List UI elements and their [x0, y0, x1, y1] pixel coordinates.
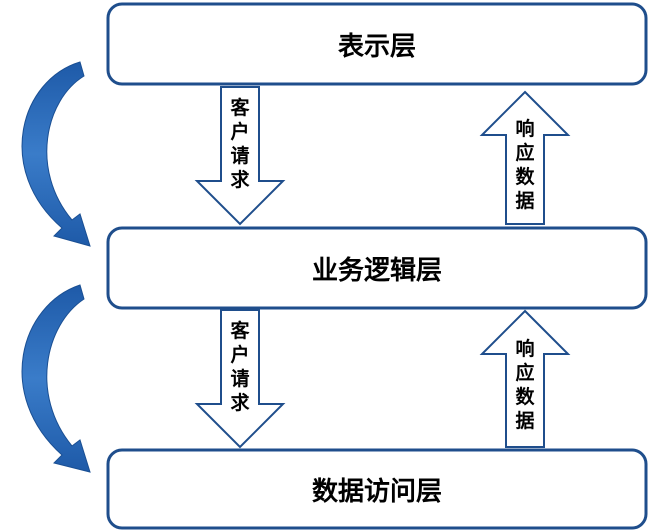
- response-char: 数: [515, 165, 535, 188]
- response-char: 响: [515, 337, 534, 360]
- layer-box-business-logic: 业务逻辑层: [106, 226, 648, 310]
- response-char: 据: [515, 189, 534, 212]
- layer-label-data-access: 数据访问层: [312, 477, 442, 507]
- layer-label-business-logic: 业务逻辑层: [312, 256, 442, 286]
- response-arrow-bottom: 响 应 数 据: [479, 309, 571, 448]
- response-arrow-top: 响 应 数 据: [479, 90, 571, 225]
- response-char: 据: [515, 409, 534, 432]
- request-char: 请: [230, 144, 249, 167]
- curved-arrow-bottom: [21, 284, 91, 473]
- request-char: 户: [230, 343, 249, 366]
- request-char: 客: [230, 96, 250, 119]
- response-char: 响: [515, 117, 534, 140]
- layer-box-presentation: 表示层: [106, 2, 648, 86]
- request-arrow-bottom: 客 户 请 求: [194, 309, 286, 449]
- layer-label-presentation: 表示层: [338, 32, 416, 62]
- request-char: 请: [230, 367, 249, 390]
- request-arrow-top: 客 户 请 求: [194, 86, 286, 226]
- layer-box-data-access: 数据访问层: [106, 448, 648, 530]
- response-char: 应: [515, 361, 534, 384]
- request-char: 户: [230, 120, 249, 143]
- response-char: 数: [515, 385, 535, 408]
- request-char: 求: [230, 391, 250, 414]
- response-char: 应: [515, 141, 534, 164]
- curved-arrow-top: [21, 61, 91, 247]
- request-char: 客: [230, 319, 250, 342]
- request-char: 求: [230, 168, 250, 191]
